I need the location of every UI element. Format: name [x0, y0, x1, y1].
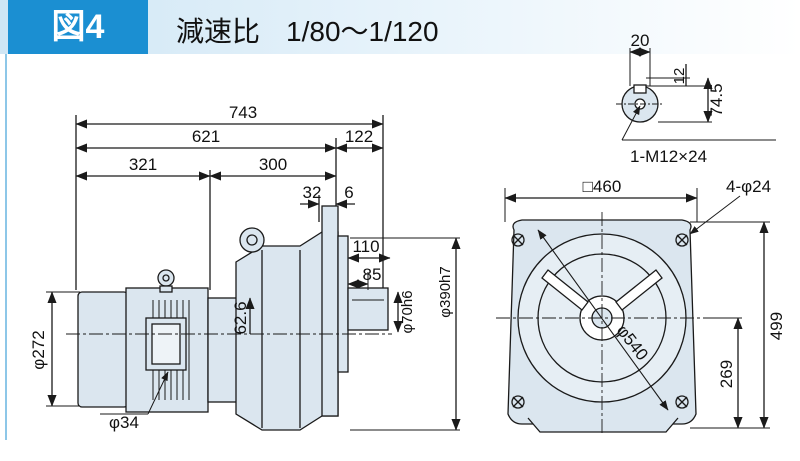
motor-adapter: [207, 297, 239, 403]
dim-300: 300: [259, 155, 287, 174]
dim-tap: 1-M12×24: [630, 147, 707, 166]
dim-key-74-5: 74.5: [707, 83, 726, 116]
side-view: [46, 115, 461, 431]
mounting-hole-br: [675, 395, 689, 409]
dim-motor-diameter: φ272: [29, 330, 48, 369]
dim-spigot-diameter: φ390h7: [437, 266, 454, 317]
figure-number-badge: 図4: [8, 0, 148, 54]
dim-6: 6: [344, 183, 353, 202]
dim-key-12: 12: [671, 68, 688, 85]
dim-621: 621: [192, 127, 220, 146]
dim-height-269: 269: [717, 360, 736, 388]
motor-eyebolt: [157, 269, 175, 287]
gear-eyebolt: [239, 227, 265, 253]
motor-end-cover: [77, 291, 129, 408]
dim-overall-length: 743: [229, 103, 257, 122]
flange-spigot: [337, 235, 349, 373]
dim-321: 321: [129, 155, 157, 174]
dim-122: 122: [345, 127, 373, 146]
dim-conduit-diameter: φ34: [109, 413, 139, 432]
dim-shaft-diameter: φ70h6: [399, 290, 416, 333]
shaft-end-detail: [616, 47, 776, 141]
output-flange: [321, 205, 339, 417]
figure-header: 図4 減速比 1/80～1/120: [0, 0, 800, 54]
mounting-hole-tl: [511, 233, 525, 247]
dim-height-499: 499: [767, 312, 786, 340]
mounting-hole-bl: [511, 395, 525, 409]
dim-shaft-110: 110: [352, 237, 379, 256]
dim-shaft-85: 85: [363, 265, 382, 284]
dim-square-460: □460: [583, 177, 622, 196]
dim-62-6: 62.6: [231, 301, 250, 334]
mounting-hole-tr: [675, 233, 689, 247]
dim-key-20: 20: [631, 31, 650, 50]
title-label: 減速比: [176, 16, 261, 47]
output-shaft: [347, 287, 389, 331]
figure-title: 減速比 1/80～1/120: [176, 10, 439, 50]
title-ratio: 1/80～1/120: [286, 16, 439, 47]
dim-32: 32: [303, 183, 322, 202]
dim-mounting-holes: 4-φ24: [726, 177, 771, 196]
front-view: [496, 188, 770, 436]
